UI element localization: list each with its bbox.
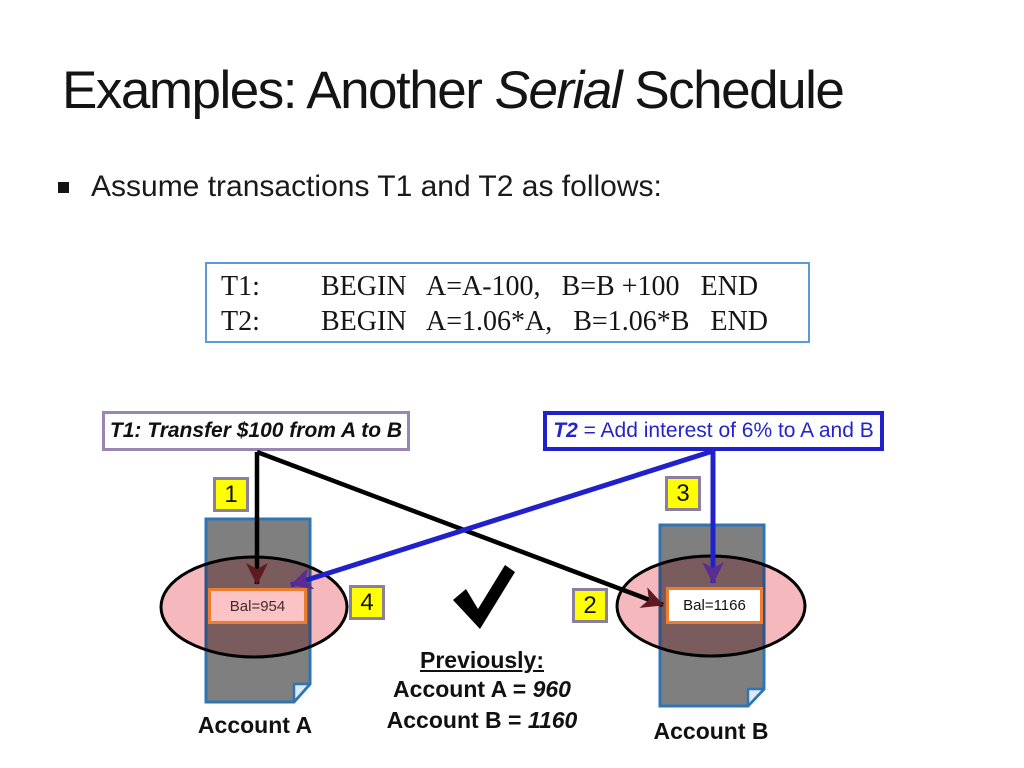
step-badge-3-label: 3 <box>676 479 690 507</box>
title-pre: Examples: Another <box>62 61 495 120</box>
previously-account-b: Account B = 1160 <box>362 705 602 736</box>
previously-heading: Previously: <box>420 647 544 673</box>
t1-callout-box: T1: Transfer $100 from A to B <box>102 411 410 451</box>
title-italic: Serial <box>494 61 623 120</box>
account-b-balance: Bal=1166 <box>683 597 746 614</box>
account-b-document-fold-icon <box>746 687 766 708</box>
code-body-t2: BEGIN A=1.06*A, B=1.06*B END <box>321 306 768 337</box>
previously-account-b-prefix: Account B = <box>386 707 528 733</box>
page-title: Examples: Another Serial Schedule <box>62 60 982 121</box>
previously-account-a-prefix: Account A = <box>393 676 533 702</box>
account-a-document-fold-icon <box>292 682 312 704</box>
step-badge-4: 4 <box>349 585 385 620</box>
previously-account-b-value: 1160 <box>527 707 578 733</box>
step-badge-3: 3 <box>665 476 701 511</box>
step-badge-1-label: 1 <box>224 480 238 508</box>
t2-callout-text: = Add interest of 6% to A and B <box>577 419 874 442</box>
t1-callout-text: T1: Transfer $100 from A to B <box>109 419 403 442</box>
step-badge-2-label: 2 <box>583 591 597 619</box>
step-badge-1: 1 <box>213 477 249 512</box>
account-b-balance-box: Bal=1166 <box>666 587 763 624</box>
code-row-t2: T2: BEGIN A=1.06*A, B=1.06*B END <box>221 304 808 339</box>
bullet-icon <box>58 182 69 193</box>
bullet-row: Assume transactions T1 and T2 as follows… <box>58 170 662 204</box>
transaction-code-box: T1: BEGIN A=A-100, B=B +100 END T2: BEGIN … <box>205 262 810 343</box>
account-a-label: Account A <box>197 712 313 738</box>
account-a-balance-box: Bal=954 <box>208 588 307 624</box>
step-badge-4-label: 4 <box>360 588 374 616</box>
previously-block: Previously: Account A = 960 Account B = … <box>362 646 602 736</box>
title-post: Schedule <box>621 61 845 120</box>
account-a-balance: Bal=954 <box>229 597 286 615</box>
code-row-t1: T1: BEGIN A=A-100, B=B +100 END <box>221 269 808 304</box>
bullet-text: Assume transactions T1 and T2 as follows… <box>91 170 662 203</box>
code-label-t2: T2: <box>221 306 260 337</box>
code-label-t1: T1: <box>221 271 260 302</box>
t2-callout-prefix: T2 <box>553 419 578 442</box>
step-badge-2: 2 <box>572 588 608 623</box>
account-b-label: Account B <box>653 718 769 744</box>
previously-account-a-value: 960 <box>532 676 571 702</box>
checkmark-icon <box>453 565 515 629</box>
previously-account-a: Account A = 960 <box>362 674 602 705</box>
t2-callout-box: T2 = Add interest of 6% to A and B <box>543 411 884 451</box>
code-body-t1: BEGIN A=A-100, B=B +100 END <box>321 271 759 302</box>
